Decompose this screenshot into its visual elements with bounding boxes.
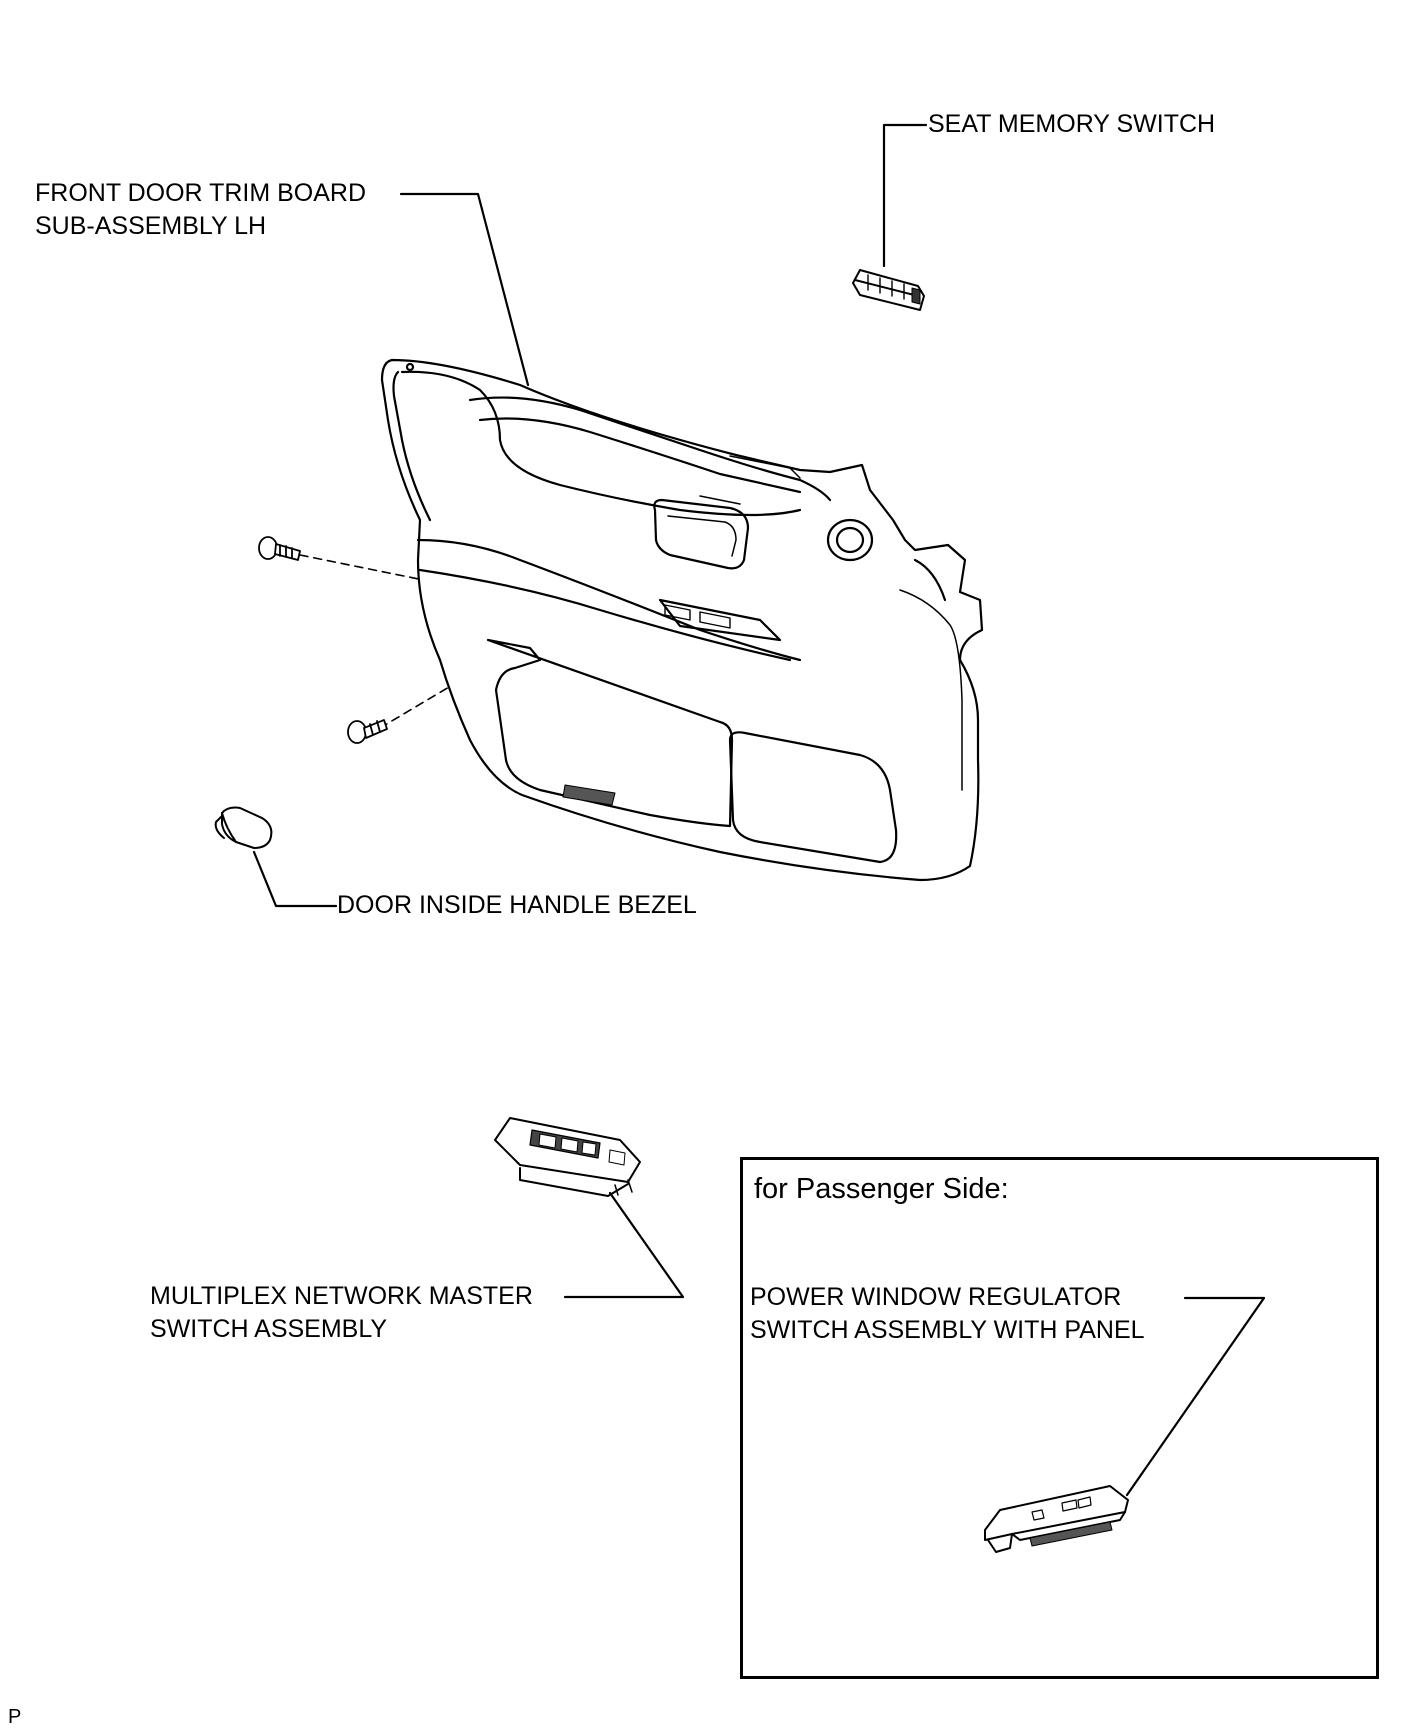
label-front-door-trim-board: FRONT DOOR TRIM BOARD SUB-ASSEMBLY LH <box>35 177 366 243</box>
label-seat-memory-switch: SEAT MEMORY SWITCH <box>928 108 1215 141</box>
leader-seat-memory-switch <box>882 123 928 268</box>
screw-lower <box>347 719 388 744</box>
passenger-side-inset: for Passenger Side: <box>740 1157 1379 1679</box>
inset-title: for Passenger Side: <box>754 1173 1009 1205</box>
footer-code: P <box>8 1706 22 1728</box>
screw-upper <box>258 536 301 561</box>
label-door-inside-handle-bezel-text: DOOR INSIDE HANDLE BEZEL <box>337 891 697 919</box>
label-multiplex-switch: MULTIPLEX NETWORK MASTER SWITCH ASSEMBLY <box>150 1280 533 1346</box>
label-multiplex-line1: MULTIPLEX NETWORK MASTER <box>150 1282 533 1310</box>
label-door-inside-handle-bezel: DOOR INSIDE HANDLE BEZEL <box>337 889 697 922</box>
label-front-door-trim-line1: FRONT DOOR TRIM BOARD <box>35 179 367 207</box>
label-power-window-line2: SWITCH ASSEMBLY WITH PANEL <box>750 1316 1145 1344</box>
front-door-trim-board-part <box>380 358 984 882</box>
label-front-door-trim-line2: SUB-ASSEMBLY LH <box>35 212 267 240</box>
label-power-window-line1: POWER WINDOW REGULATOR <box>750 1283 1122 1311</box>
leader-door-handle-bezel <box>252 850 338 908</box>
door-handle-bezel-part <box>214 806 273 849</box>
label-multiplex-line2: SWITCH ASSEMBLY <box>150 1315 388 1343</box>
label-power-window-switch: POWER WINDOW REGULATOR SWITCH ASSEMBLY W… <box>750 1281 1145 1347</box>
power-window-switch-part <box>984 1485 1129 1553</box>
leader-front-door-trim <box>399 192 530 387</box>
leader-power-window-switch <box>1125 1296 1266 1497</box>
seat-memory-switch-part <box>852 269 925 311</box>
leader-multiplex-switch <box>563 1191 685 1299</box>
label-seat-memory-switch-text: SEAT MEMORY SWITCH <box>928 110 1216 138</box>
multiplex-switch-part <box>494 1117 641 1197</box>
